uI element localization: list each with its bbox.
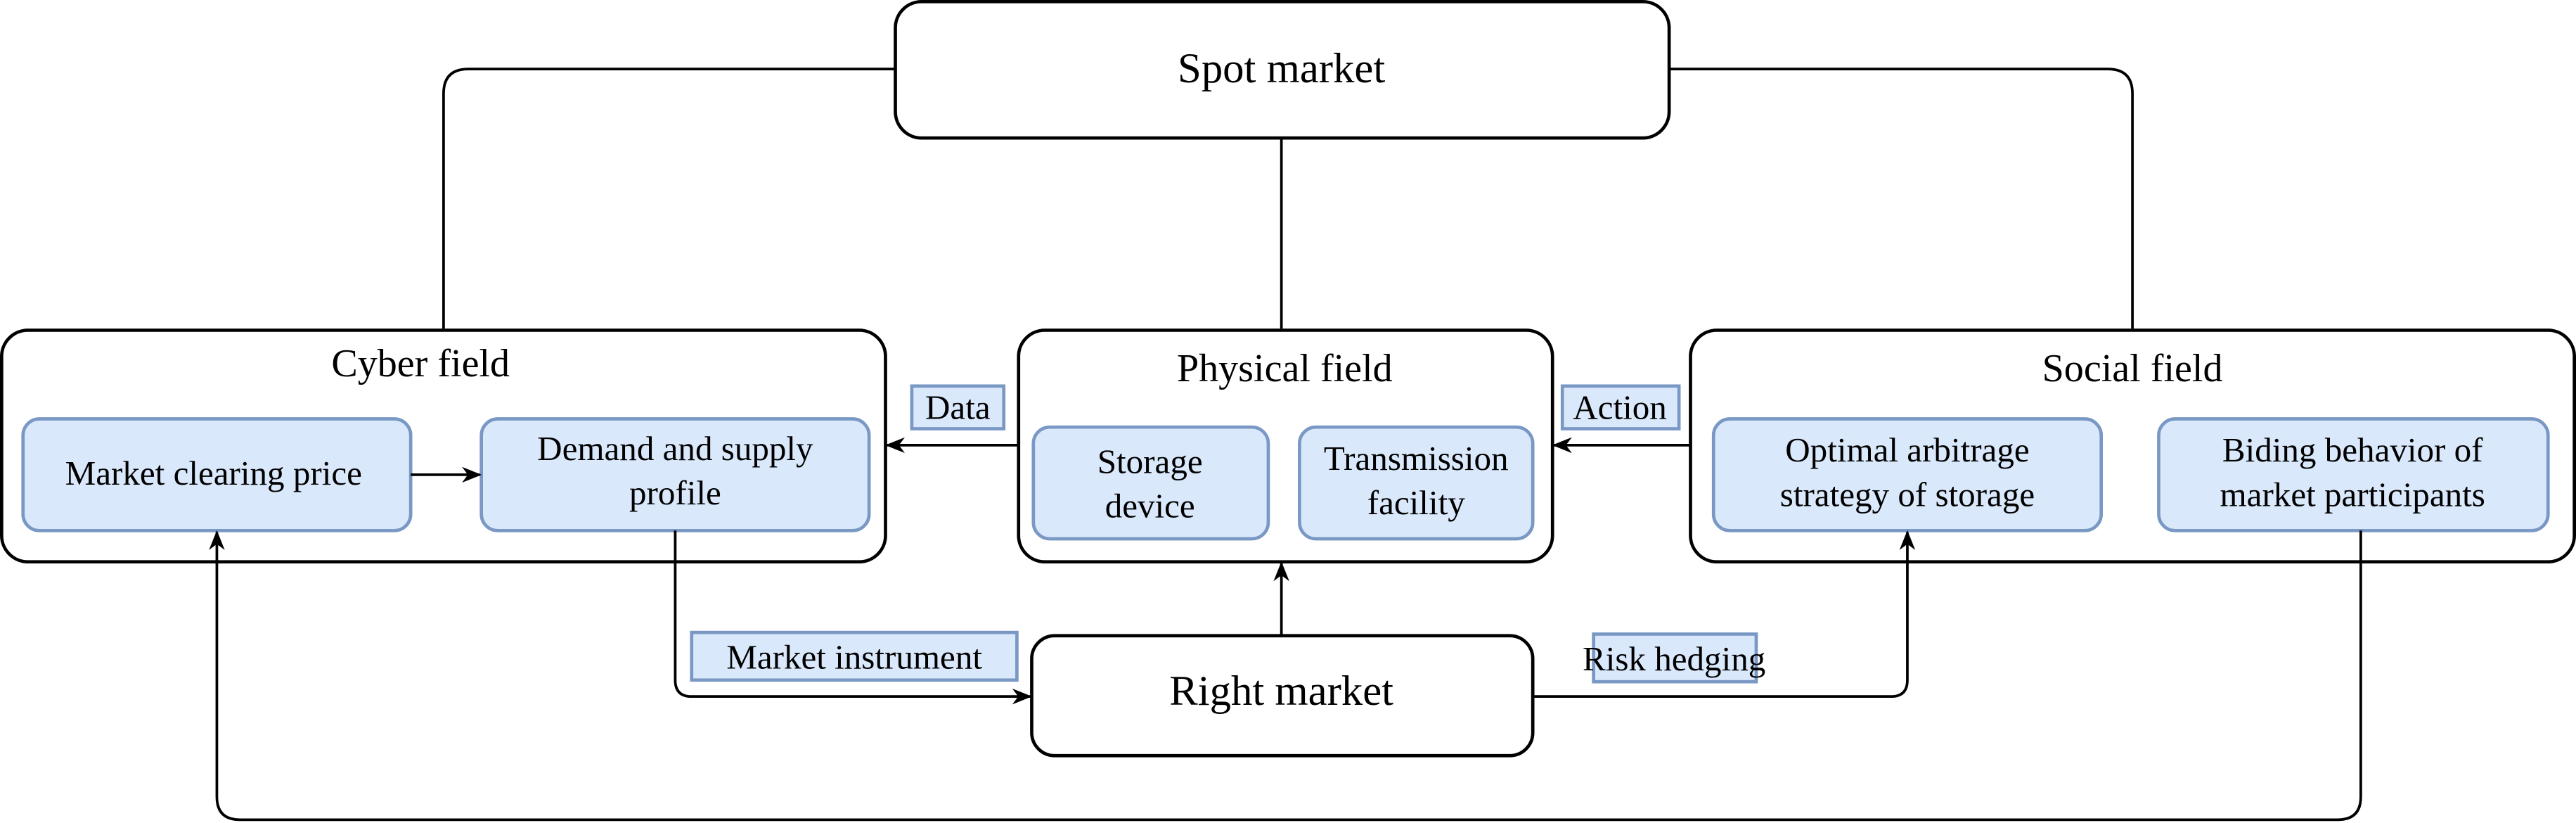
optimal-arbitrage-line2: strategy of storage (1780, 475, 2035, 513)
action-label: Action (1573, 388, 1667, 427)
spot-market-node[interactable]: Spot market (894, 0, 1671, 140)
storage-device-line1: Storage (1097, 442, 1203, 481)
arrow-right-market-to-arbitrage (1533, 530, 1916, 698)
risk-hedging-label: Risk hedging (1583, 639, 1765, 678)
arrow-profile-to-right-market (674, 530, 1032, 705)
right-market-label: Right market (1169, 668, 1393, 715)
data-label: Data (925, 388, 991, 427)
market-clearing-price-label: Market clearing price (65, 454, 362, 492)
physical-field[interactable]: Physical field Storage device Transmissi… (1017, 328, 1554, 564)
social-field-title: Social field (2042, 347, 2223, 390)
storage-device-line2: device (1105, 487, 1195, 525)
biding-behavior-line1: Biding behavior of (2222, 430, 2483, 469)
arrow-biding-to-clearing-price (209, 530, 2362, 822)
optimal-arbitrage-box[interactable]: Optimal arbitrage strategy of storage (1711, 417, 2104, 532)
market-instrument-tag: Market instrument (690, 630, 1019, 682)
right-market-node[interactable]: Right market (1030, 634, 1535, 758)
transmission-facility-line2: facility (1367, 483, 1465, 522)
market-instrument-label: Market instrument (726, 637, 982, 676)
risk-hedging-tag: Risk hedging (1583, 632, 1765, 684)
biding-behavior-line2: market participants (2220, 475, 2485, 513)
biding-behavior-box[interactable]: Biding behavior of market participants (2157, 417, 2550, 532)
action-tag: Action (1560, 384, 1681, 430)
data-tag: Data (910, 384, 1006, 430)
demand-supply-profile-line2: profile (629, 473, 721, 512)
demand-supply-profile-box[interactable]: Demand and supply profile (479, 417, 871, 532)
market-clearing-price-box[interactable]: Market clearing price (21, 417, 413, 532)
storage-device-box[interactable]: Storage device (1031, 425, 1270, 541)
transmission-facility-line1: Transmission (1324, 439, 1509, 478)
optimal-arbitrage-line1: Optimal arbitrage (1785, 430, 2029, 469)
social-field[interactable]: Social field Optimal arbitrage strategy … (1689, 328, 2576, 564)
transmission-facility-box[interactable]: Transmission facility (1298, 425, 1535, 541)
spot-market-label: Spot market (1178, 45, 1385, 92)
connector-spot-to-social (1669, 68, 2134, 329)
physical-field-title: Physical field (1177, 347, 1393, 390)
cyber-field[interactable]: Cyber field Market clearing price Demand… (0, 328, 887, 564)
cyber-field-title: Cyber field (331, 342, 510, 385)
demand-supply-profile-line1: Demand and supply (537, 429, 813, 468)
connector-spot-to-cyber (442, 68, 896, 329)
